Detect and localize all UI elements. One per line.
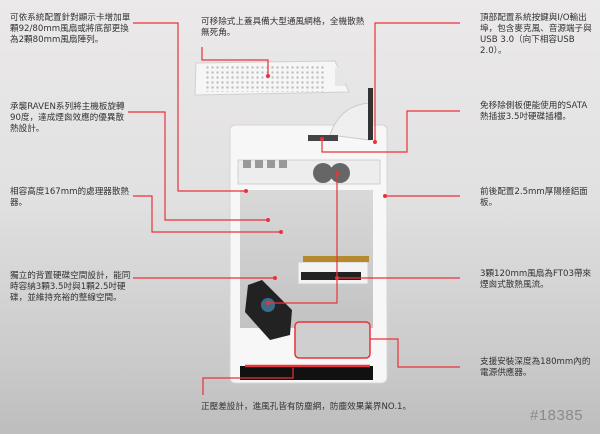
fan-icon <box>313 163 333 183</box>
annotation-io-ports: 頂部配置系統按鍵與I/O輸出埠，包含麥克風、音源端子與USB 3.0（向下相容U… <box>480 13 592 56</box>
annotation-dust-filter: 正壓差設計，進風孔皆有防塵網，防塵效果業界NO.1。 <box>201 402 412 412</box>
annotation-sata: 免移除側板便能使用的SATA熱插拔3.5吋硬碟插槽。 <box>480 101 588 122</box>
watermark-id: #18385 <box>530 407 584 424</box>
annotation-motherboard: 承襲RAVEN系列將主機板旋轉90度，達成煙囪效應的優異散熱設計。 <box>10 102 125 134</box>
fan-icon <box>330 163 350 183</box>
annotation-fans: 3顆120mm風扇為FT03帶來煙囪式散熱風流。 <box>480 269 592 290</box>
annotation-psu: 支援安裝深度為180mm內的電源供應器。 <box>480 357 591 378</box>
annotation-hdd: 獨立的背置硬碟空間設計，能同時容納3顆3.5吋與1顆2.5吋硬碟，並維持充裕的整… <box>10 271 131 303</box>
annotation-gpu-fan: 可依系統配置針對顯示卡增加單顆92/80mm風扇或將底部更換為2顆80mm風扇陣… <box>10 13 131 45</box>
annotation-aluminum-panel: 前後配置2.5mm厚陽極鋁面板。 <box>480 187 588 208</box>
leader-lines <box>128 22 460 395</box>
annotation-top-cover: 可移除式上蓋具備大型通風網格，全機散熱無死角。 <box>201 17 365 38</box>
annotation-cpu-cooler: 相容高度167mm的處理器散熱器。 <box>10 187 130 208</box>
leader-dots <box>244 74 387 305</box>
case-body <box>229 88 388 384</box>
top-cover <box>194 60 350 96</box>
psu-bay <box>294 321 371 359</box>
